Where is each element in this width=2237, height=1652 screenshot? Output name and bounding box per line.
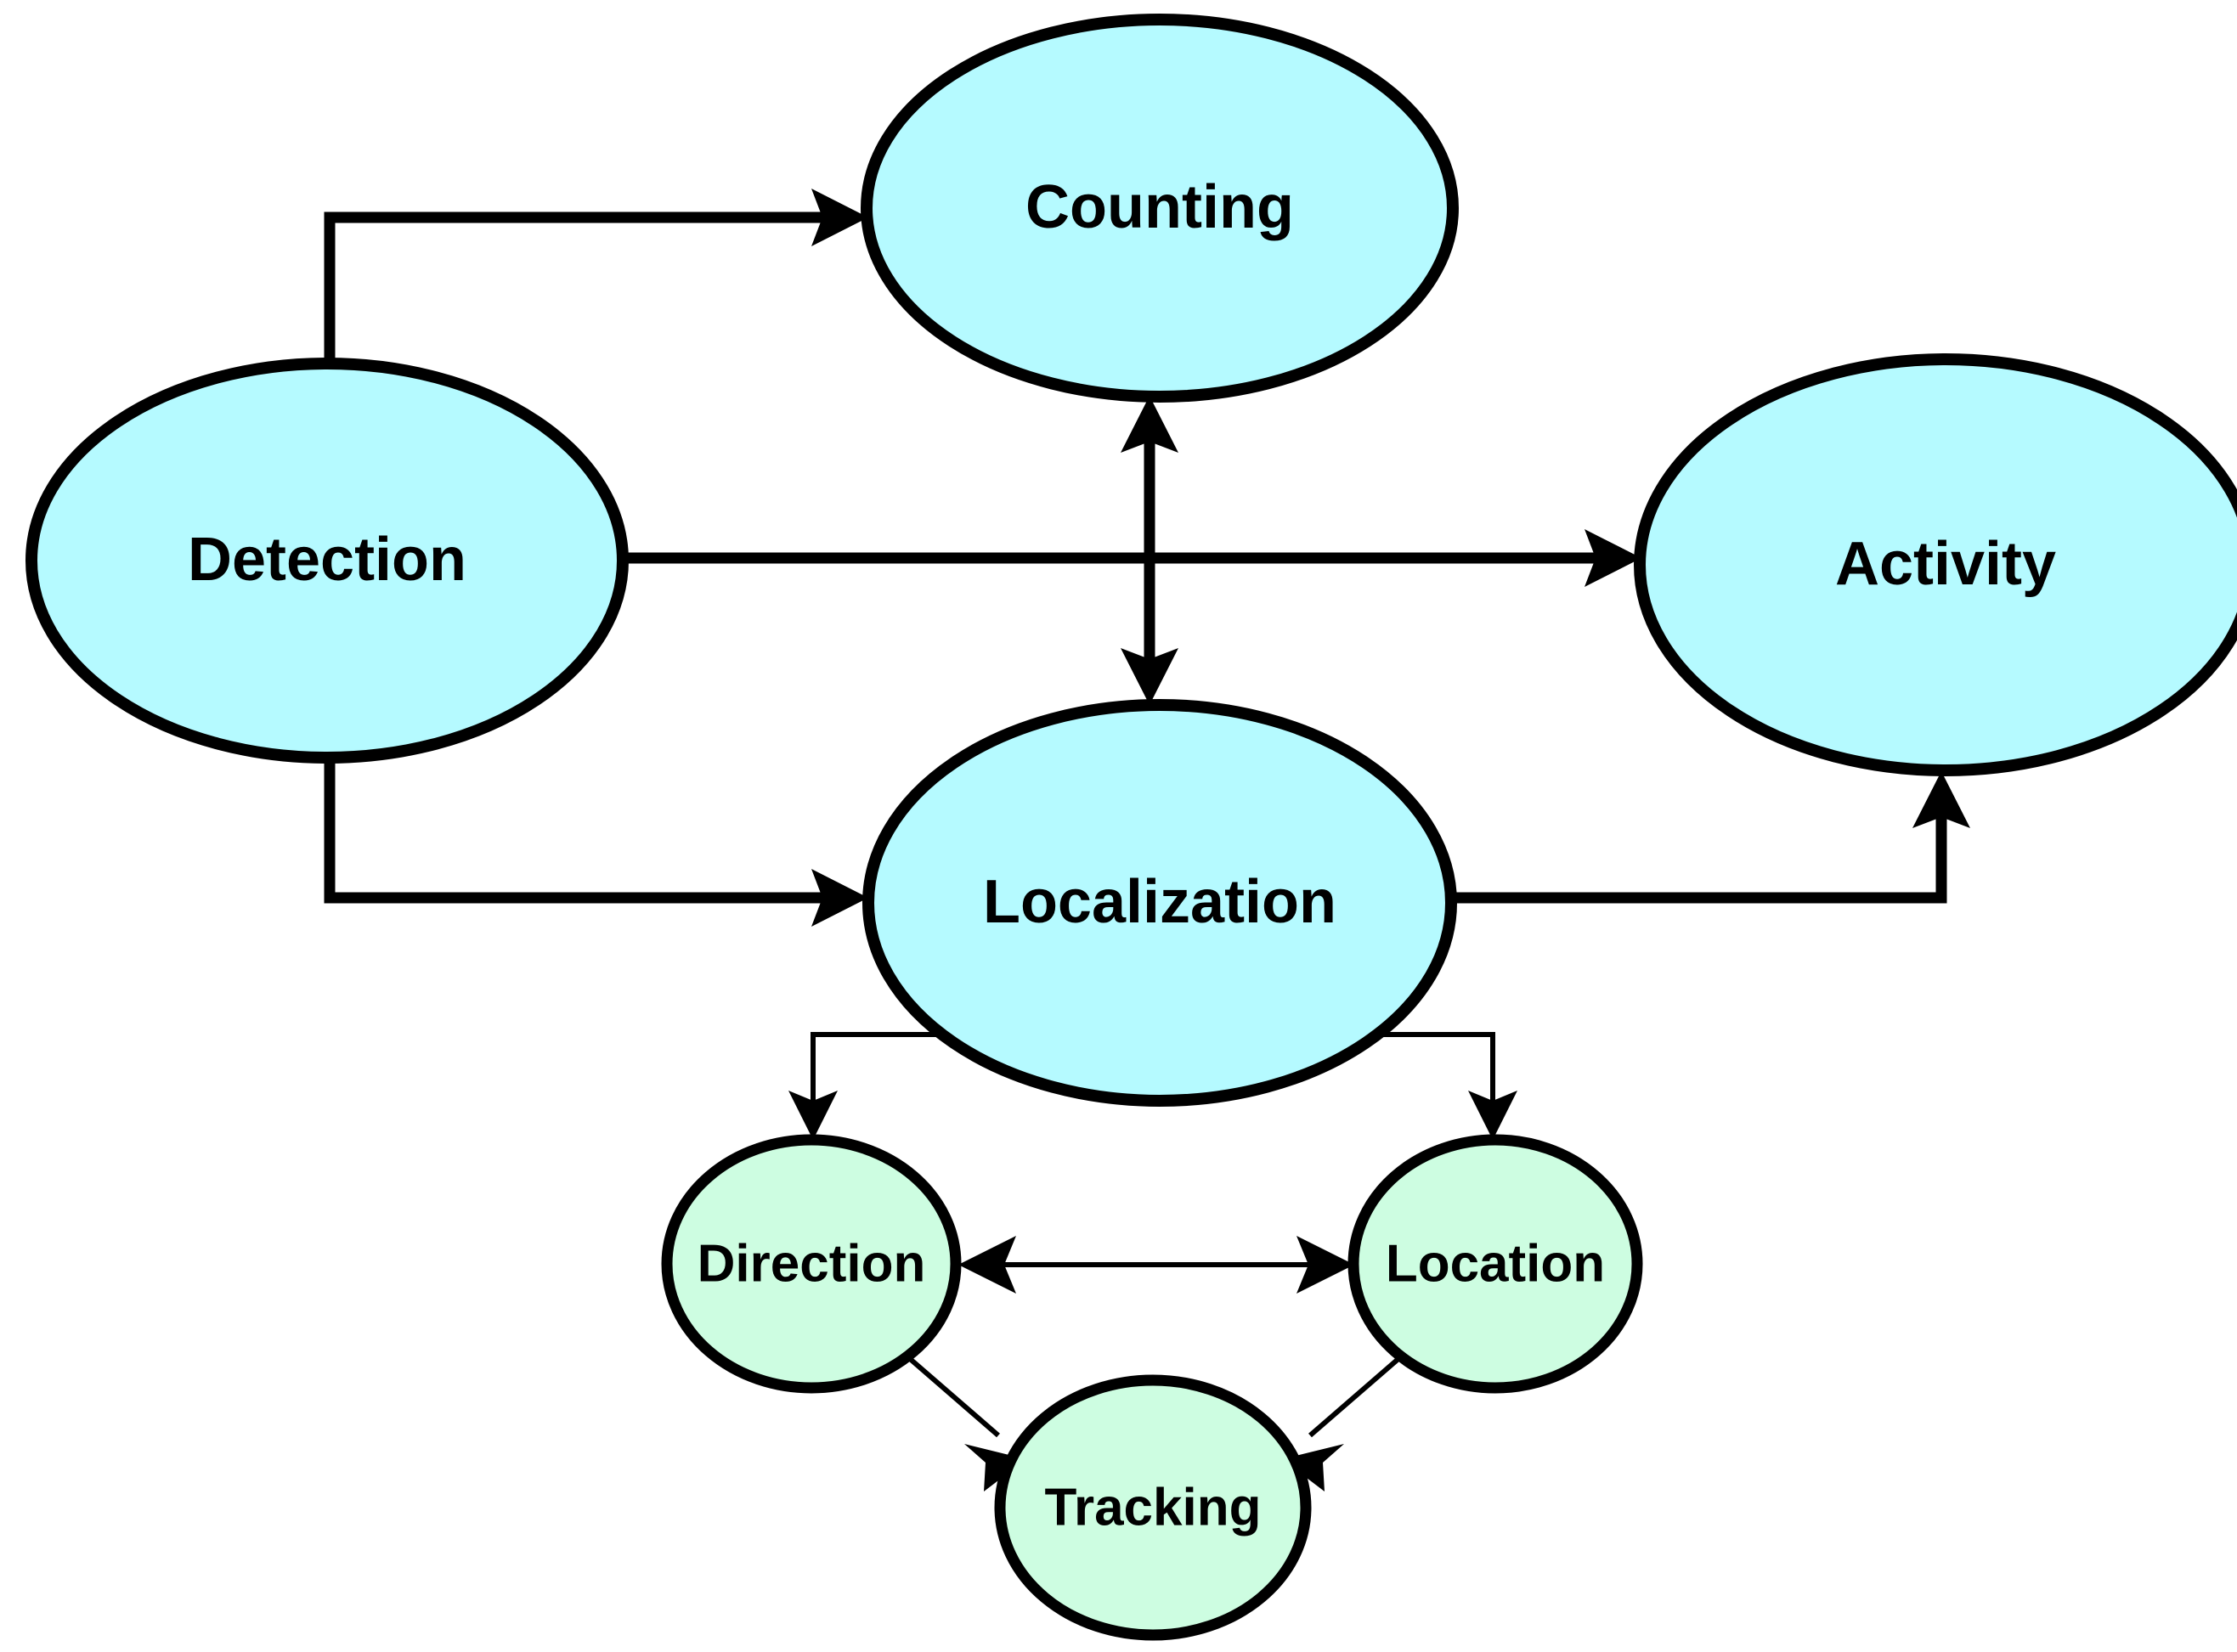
edge-localization-activity xyxy=(1451,771,1970,904)
node-localization[interactable]: Localization xyxy=(862,699,1457,1107)
edge-counting-localization-arrowhead-down xyxy=(1121,648,1178,705)
node-counting[interactable]: Counting xyxy=(861,14,1459,403)
node-activity-label: Activity xyxy=(1835,530,2056,598)
node-layer: Detection Counting Activity Localization… xyxy=(25,14,2237,1641)
edge-detection-localization-line xyxy=(324,754,839,904)
edge-location-tracking-line xyxy=(1308,1350,1408,1438)
node-detection-label: Detection xyxy=(188,526,466,594)
edge-detection-activity-arrowhead xyxy=(1585,529,1641,587)
edge-detection-activity xyxy=(623,529,1641,587)
node-localization-label: Localization xyxy=(983,868,1336,936)
edge-direction-location-arrowhead-left xyxy=(958,1236,1016,1294)
edge-direction-location-arrowhead-right xyxy=(1296,1236,1354,1294)
node-tracking-label: Tracking xyxy=(1045,1478,1262,1536)
node-counting-label: Counting xyxy=(1025,173,1294,241)
node-location-label: Location xyxy=(1386,1234,1605,1293)
edge-direction-location xyxy=(958,1236,1354,1294)
edge-counting-localization xyxy=(1121,396,1178,705)
edge-detection-localization xyxy=(324,754,868,927)
edge-detection-counting-arrowhead xyxy=(811,189,868,246)
node-direction-shape[interactable] xyxy=(661,1134,962,1394)
edge-localization-activity-arrowhead xyxy=(1912,771,1970,828)
edge-localization-direction-arrowhead xyxy=(788,1091,838,1140)
edge-detection-counting xyxy=(324,189,868,367)
node-tracking-shape[interactable] xyxy=(994,1374,1312,1641)
edge-localization-activity-line xyxy=(1451,800,1947,904)
node-direction-label: Direction xyxy=(698,1234,926,1293)
edge-detection-localization-arrowhead xyxy=(811,869,868,927)
node-counting-shape[interactable] xyxy=(861,14,1459,403)
node-localization-shape[interactable] xyxy=(862,699,1457,1107)
node-activity[interactable]: Activity xyxy=(1634,353,2237,776)
node-tracking[interactable]: Tracking xyxy=(994,1374,1312,1641)
node-detection-shape[interactable] xyxy=(25,358,629,764)
edge-detection-counting-line xyxy=(324,211,839,367)
edge-localization-location-arrowhead xyxy=(1468,1091,1517,1140)
edge-counting-localization-arrowhead-up xyxy=(1121,396,1178,453)
node-location-shape[interactable] xyxy=(1347,1134,1643,1394)
node-activity-shape[interactable] xyxy=(1634,353,2237,776)
node-detection[interactable]: Detection xyxy=(25,358,629,764)
node-direction[interactable]: Direction xyxy=(661,1134,962,1394)
node-location[interactable]: Location xyxy=(1347,1134,1643,1394)
edge-direction-tracking-line xyxy=(901,1350,1000,1438)
